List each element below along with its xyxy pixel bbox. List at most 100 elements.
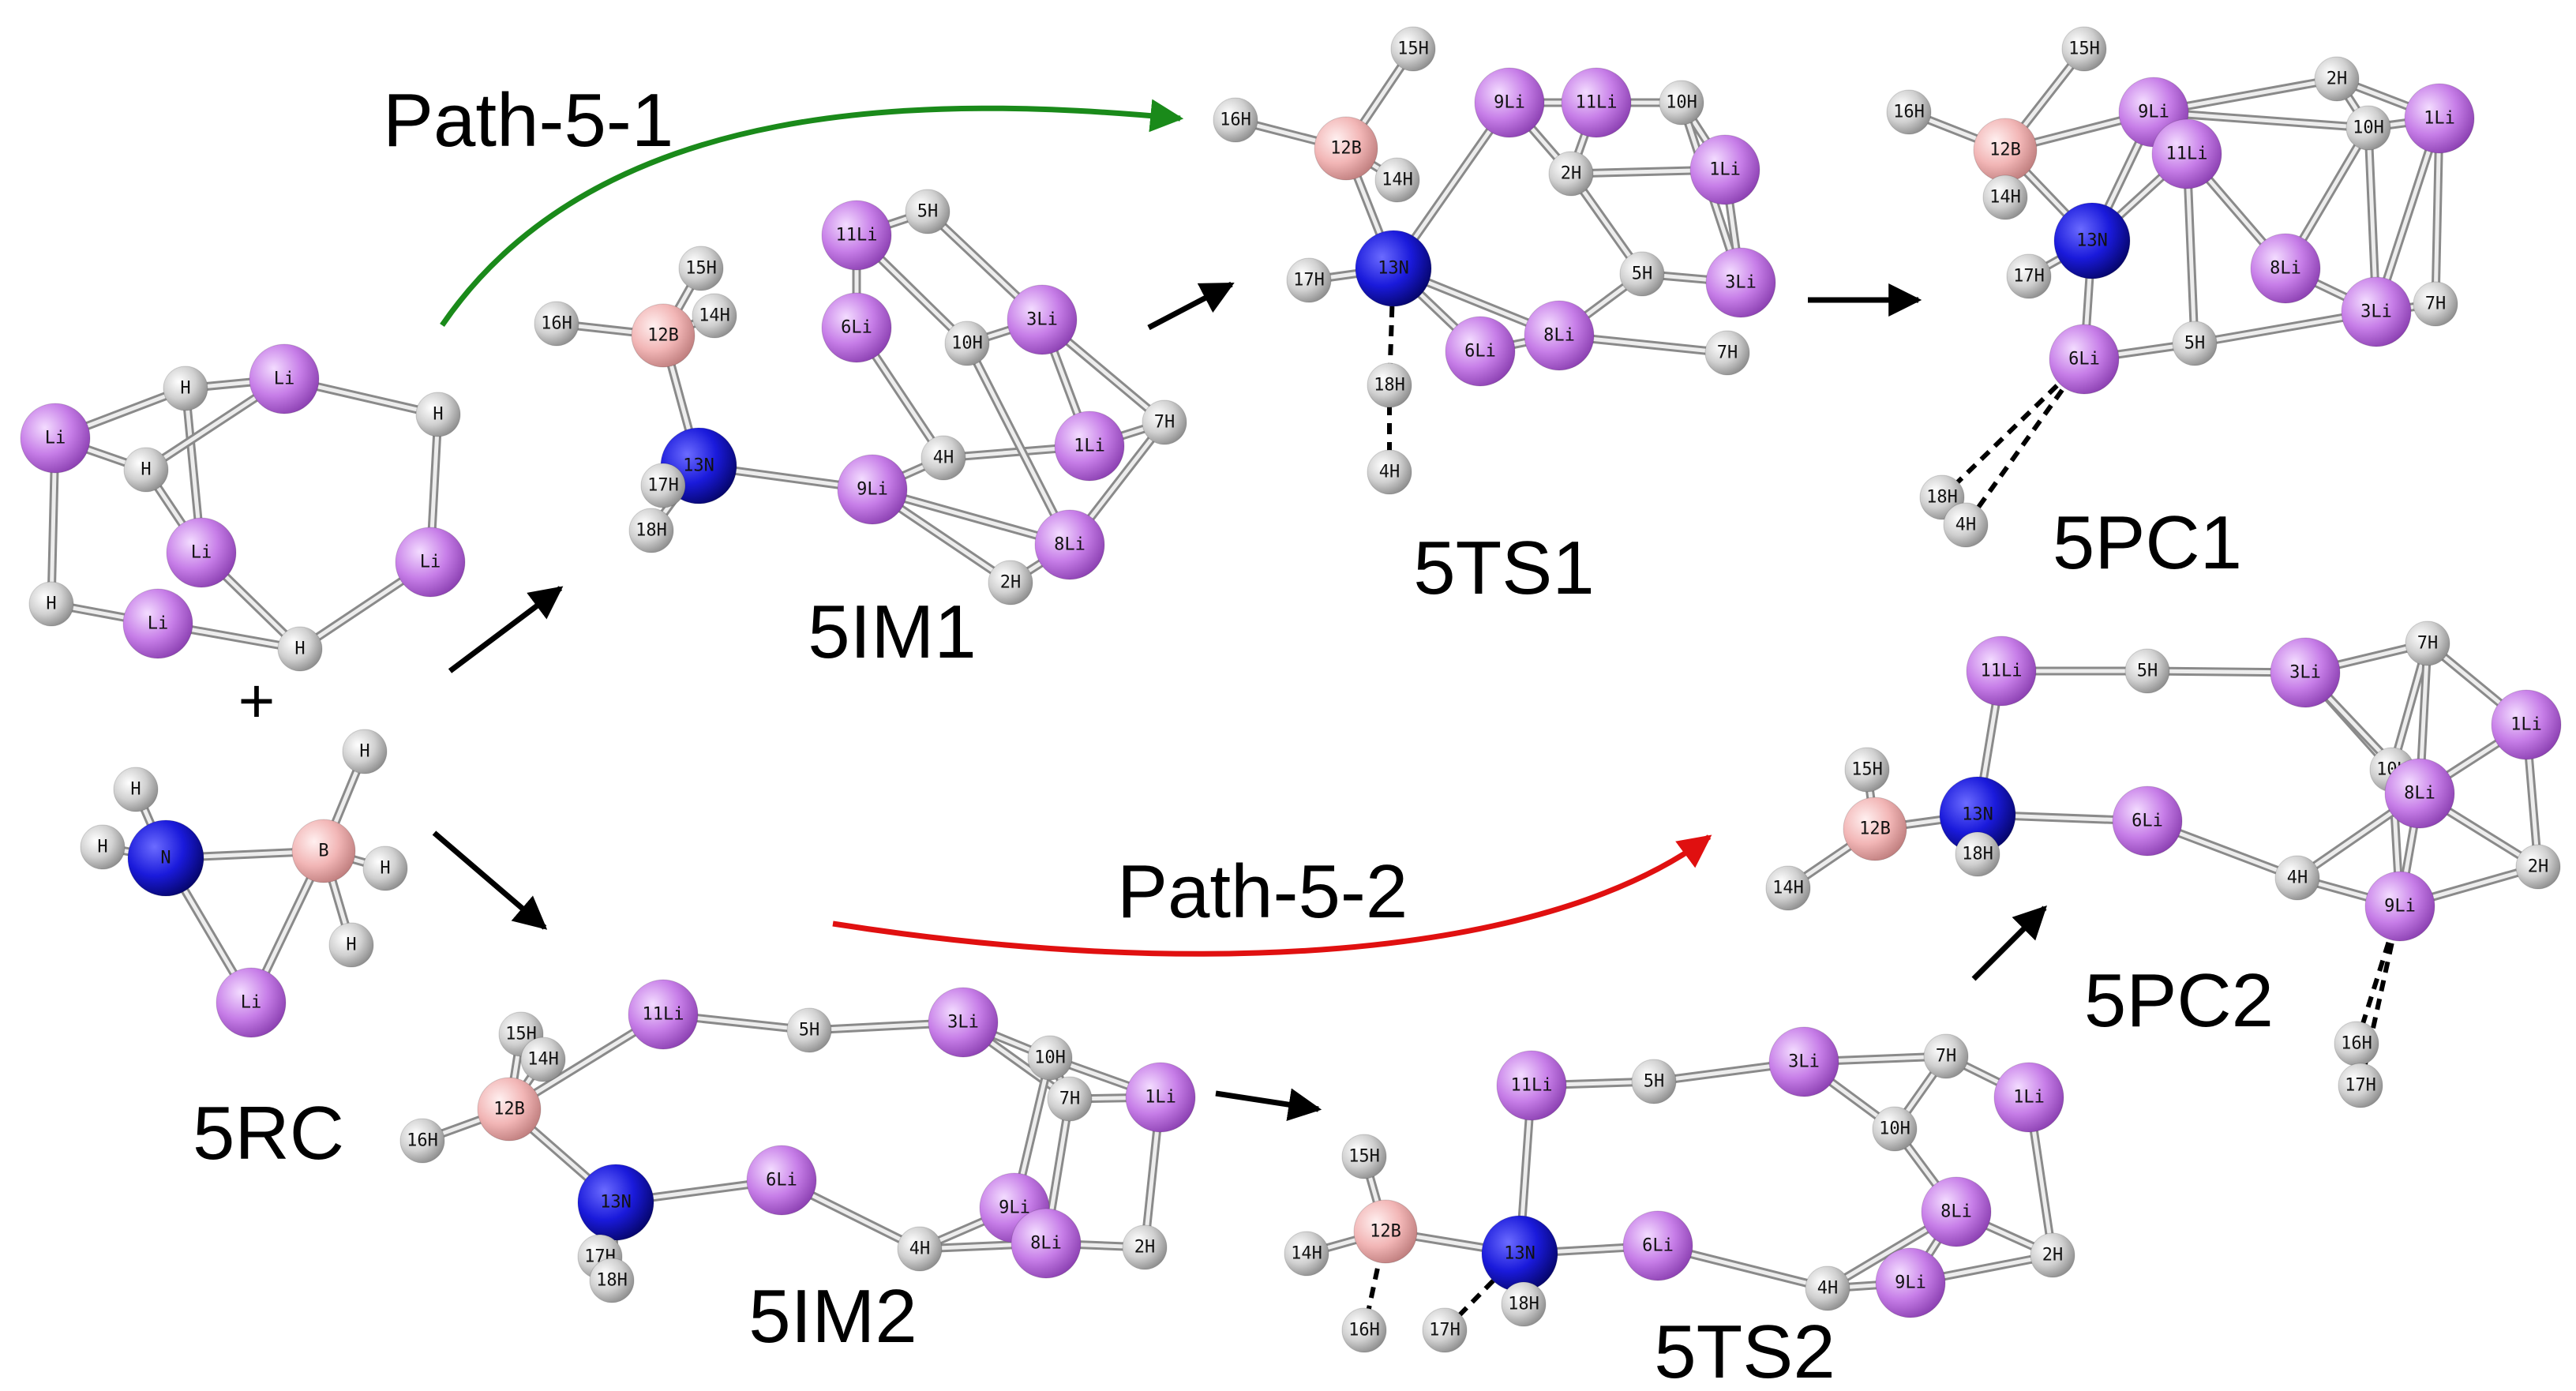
atom-li: 8Li (1011, 1208, 1082, 1279)
atom-label: 17H (1293, 271, 1325, 291)
atom-li: 6Li (1445, 316, 1516, 387)
atom-label: 4H (1379, 463, 1400, 482)
atom-label: 9Li (857, 480, 888, 500)
atom-label: 1Li (1145, 1088, 1176, 1108)
atom-h: 5H (1631, 1059, 1677, 1104)
atom-label: 11Li (1576, 93, 1618, 113)
atom-label: 9Li (2138, 103, 2169, 122)
atom-h: 16H (1341, 1307, 1387, 1353)
atom-label: 7H (1717, 343, 1738, 363)
atom-label: 9Li (999, 1198, 1030, 1218)
atom-b: B (291, 819, 356, 883)
atom-label: 16H (2341, 1034, 2372, 1054)
atom-label: 13N (1962, 805, 1993, 825)
atom-label: Li (274, 369, 295, 389)
atom-li: 11Li (1561, 67, 1632, 138)
path-5-1-label: Path-5-1 (383, 78, 673, 163)
atom-label: 6Li (1642, 1236, 1674, 1256)
atom-li: 3Li (1768, 1026, 1839, 1097)
atom-sphere (2341, 276, 2412, 347)
atom-label: 18H (1508, 1295, 1539, 1314)
atom-n: 13N (1481, 1215, 1558, 1292)
atom-sphere (928, 987, 999, 1058)
atom-label: 16H (407, 1131, 438, 1151)
atom-n: 13N (2053, 202, 2131, 279)
atom-sphere (897, 1226, 943, 1272)
atom-sphere (1007, 284, 1078, 355)
atom-sphere (534, 301, 579, 347)
atom-sphere (163, 366, 208, 411)
atom-h: 2H (2314, 56, 2360, 102)
atom-sphere (1886, 89, 1932, 135)
bond-highlight (965, 341, 1072, 547)
atom-li: 11Li (1496, 1050, 1567, 1121)
atom-li: 1Li (1993, 1062, 2064, 1133)
atom-label: 1Li (2510, 715, 2542, 735)
atom-h: 10H (1027, 1035, 1073, 1081)
atom-sphere (2405, 621, 2450, 666)
atom-h: 14H (1765, 865, 1811, 911)
atom-label: 4H (933, 448, 954, 468)
atom-label: 5H (1632, 264, 1653, 284)
atom-sphere (2404, 83, 2475, 154)
atom-label: 10H (1879, 1119, 1910, 1139)
atom-label: 8Li (1054, 535, 1086, 555)
atom-sphere (2049, 324, 2120, 395)
atom-li: 6Li (821, 292, 892, 363)
atom-label: 4H (1955, 516, 1977, 535)
atom-sphere (1548, 151, 1594, 197)
path-5-1-arrow (440, 99, 1184, 327)
atom-sphere (1422, 1307, 1468, 1353)
atom-sphere (1765, 865, 1811, 911)
atom-b: 12B (1314, 116, 1378, 181)
atom-label: 12B (493, 1100, 525, 1119)
atom-sphere (113, 767, 159, 812)
atom-li: 11Li (2151, 118, 2222, 189)
atom-label: 15H (1397, 39, 1429, 59)
plus-sign: + (238, 666, 276, 736)
arrow-im1-to-ts1 (1147, 281, 1235, 331)
atom-label: 14H (1291, 1244, 1322, 1264)
atom-h: 14H (1982, 174, 2028, 220)
atom-sphere (1966, 636, 2037, 707)
atom-h: 14H (1374, 157, 1420, 203)
atom-h: 16H (534, 301, 579, 347)
atom-h: 18H (1955, 831, 2000, 877)
atom-sphere (1805, 1265, 1850, 1311)
atom-b: 12B (1973, 118, 2038, 182)
atom-h: 15H (2061, 26, 2107, 72)
atom-li: 9Li (837, 454, 908, 525)
atom-label: 11Li (643, 1005, 684, 1025)
atom-sphere (1367, 449, 1412, 495)
arrow-ts2-to-pc2 (1971, 905, 2047, 981)
atom-h: 15H (1341, 1134, 1387, 1179)
atom-label: H (380, 859, 390, 879)
atom-h: 4H (2274, 855, 2320, 901)
atom-label: 4H (2287, 868, 2308, 888)
arrow-rc-to-im2 (432, 830, 548, 930)
atom-h: 18H (628, 508, 674, 553)
atom-label: 6Li (1464, 342, 1496, 362)
atom-sphere (1047, 1076, 1093, 1122)
atom-b: 12B (1353, 1199, 1418, 1264)
atom-li: Li (395, 527, 466, 598)
atom-li: 1Li (2491, 689, 2562, 760)
atom-label: 1Li (2424, 109, 2455, 129)
atom-label: Li (148, 614, 169, 634)
atom-h: 5H (2124, 648, 2170, 694)
atom-h: 2H (988, 560, 1033, 606)
atom-li: 6Li (746, 1145, 817, 1216)
atom-li: 1Li (1689, 134, 1760, 205)
atom-label: 11Li (1511, 1076, 1553, 1096)
atom-h: 7H (2405, 621, 2450, 666)
atom-h: 15H (1390, 26, 1436, 72)
atom-label: 13N (683, 456, 714, 476)
atom-h: 5H (905, 189, 951, 234)
atom-sphere (1943, 502, 1989, 548)
atom-label: 3Li (947, 1013, 979, 1033)
atom-li: 11Li (821, 200, 892, 271)
atom-sphere (2338, 1063, 2383, 1108)
